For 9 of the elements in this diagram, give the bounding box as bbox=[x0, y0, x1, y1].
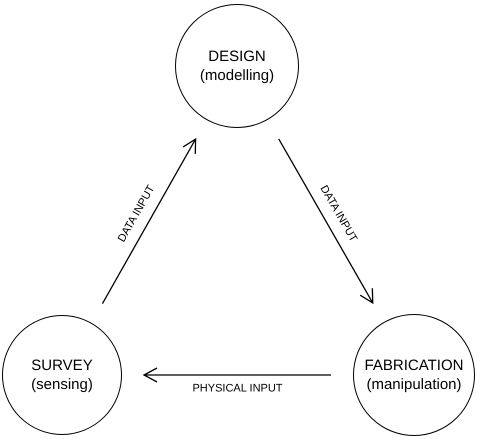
arrow bbox=[102, 138, 196, 304]
stage-subtitle: (sensing) bbox=[31, 375, 93, 394]
arrow bbox=[278, 138, 374, 304]
stage-title: DESIGN bbox=[208, 47, 266, 66]
stage-title: FABRICATION bbox=[364, 356, 464, 375]
arrow bbox=[143, 367, 331, 383]
stage-title: SURVEY bbox=[31, 356, 93, 375]
stage-subtitle: (manipulation) bbox=[366, 375, 462, 394]
stage-subtitle: (modelling) bbox=[200, 66, 274, 85]
